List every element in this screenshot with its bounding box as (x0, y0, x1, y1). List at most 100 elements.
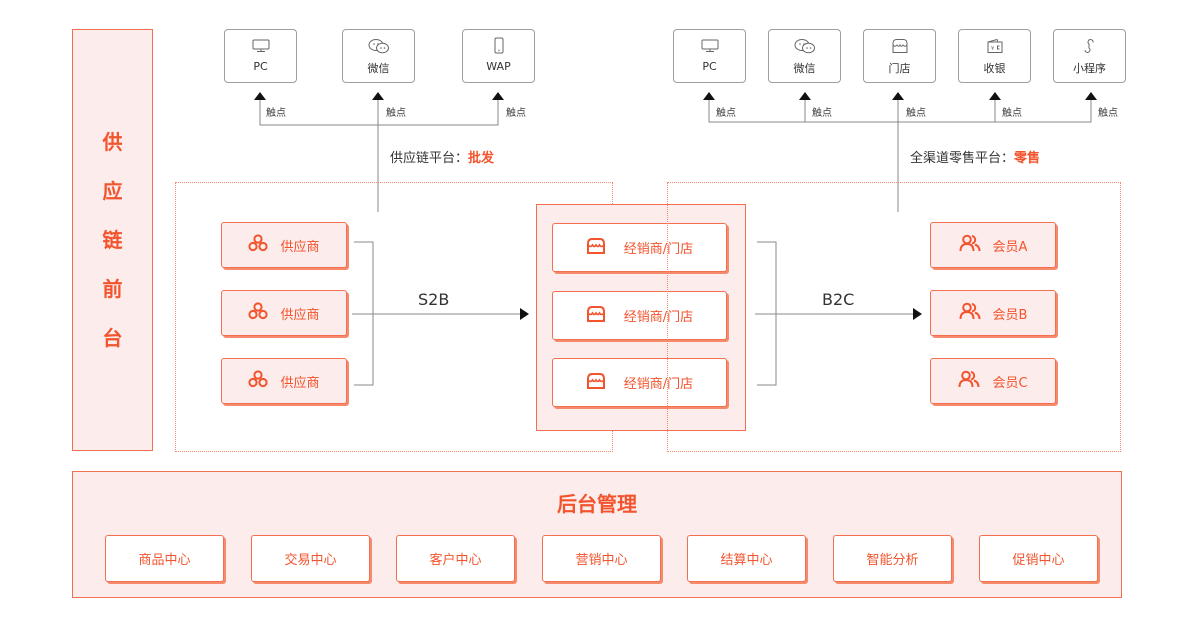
s2b-arrow-icon (520, 308, 529, 320)
supplier-label: 供应商 (280, 375, 320, 391)
mobile-icon (493, 37, 505, 54)
channel-wap[interactable]: WAP (462, 29, 535, 83)
supplier-label: 供应商 (280, 307, 320, 323)
touch-point-label: 触点 (906, 108, 926, 119)
supplier-node[interactable]: 供应商 (221, 290, 347, 336)
member-node[interactable]: 会员A (930, 222, 1056, 268)
member-label: 会员A (992, 239, 1028, 255)
member-node[interactable]: 会员C (930, 358, 1056, 404)
dealer-label: 经销商/门店 (623, 242, 694, 257)
s2b-label: S2B (418, 290, 450, 309)
platform-prefix: 全渠道零售平台： (910, 151, 1015, 166)
panel-char: 链 (102, 227, 123, 252)
arrow-up-icon (372, 92, 384, 100)
cashier-wallet-icon: ¥ (986, 38, 1004, 54)
touch-point-label: 触点 (716, 108, 736, 119)
backend-management-panel: 后台管理 商品中心 交易中心 客户中心 营销中心 结算中心 智能分析 促销中心 (72, 471, 1122, 598)
supply-touch-arrows (254, 92, 504, 100)
backend-module[interactable]: 客户中心 (396, 535, 515, 582)
channel-label: PC (702, 60, 717, 73)
channel-label: 微信 (793, 62, 816, 75)
b2c-bracket (755, 241, 913, 386)
members-icon (958, 370, 980, 392)
members-icon (959, 234, 981, 256)
panel-char: 供 (102, 129, 123, 154)
members-icon (959, 302, 981, 324)
supplier-node[interactable]: 供应商 (221, 222, 347, 268)
backend-module[interactable]: 智能分析 (833, 535, 952, 582)
mini-program-icon (1082, 38, 1098, 54)
touch-point-label: 触点 (1098, 108, 1118, 119)
channel-label: 门店 (888, 62, 911, 75)
s2b-bracket (352, 241, 520, 386)
supplier-node[interactable]: 供应商 (221, 358, 347, 404)
arrow-up-icon (1085, 92, 1097, 100)
channel-pc[interactable]: PC (673, 29, 746, 83)
panel-char: 前 (102, 276, 123, 301)
member-node[interactable]: 会员B (930, 290, 1056, 336)
channel-label: WAP (486, 60, 511, 73)
channel-label: 收银 (983, 62, 1006, 75)
channel-cashier[interactable]: ¥ 收银 (958, 29, 1031, 83)
touch-point-label: 触点 (266, 108, 286, 119)
retail-touch-arrows (703, 92, 1097, 100)
monitor-icon (252, 38, 270, 54)
backend-module[interactable]: 结算中心 (687, 535, 806, 582)
panel-char: 台 (102, 325, 123, 350)
arrow-up-icon (892, 92, 904, 100)
arrow-up-icon (254, 92, 266, 100)
dealer-label: 经销商/门店 (623, 310, 694, 325)
wechat-icon (368, 38, 390, 54)
b2c-label: B2C (822, 290, 855, 309)
supplier-label: 供应商 (280, 239, 320, 255)
backend-module[interactable]: 商品中心 (105, 535, 224, 582)
dealer-node[interactable]: 经销商/门店 (552, 358, 727, 407)
platform-prefix: 供应链平台： (390, 151, 469, 166)
monitor-icon (701, 38, 719, 54)
arrow-up-icon (492, 92, 504, 100)
store-icon (586, 372, 606, 394)
channel-wechat[interactable]: 微信 (342, 29, 415, 83)
channel-mini-program[interactable]: 小程序 (1053, 29, 1126, 83)
panel-char: 应 (102, 178, 123, 203)
platform-highlight: 零售 (1014, 151, 1041, 166)
platform-highlight: 批发 (468, 151, 495, 166)
store-icon (586, 237, 606, 259)
channel-pc[interactable]: PC (224, 29, 297, 83)
dealer-label: 经销商/门店 (623, 377, 694, 392)
retail-touch-lines (708, 100, 1092, 212)
channel-label: PC (253, 60, 268, 73)
channel-store[interactable]: 门店 (863, 29, 936, 83)
wechat-icon (794, 38, 816, 54)
member-label: 会员B (992, 307, 1028, 323)
touch-point-label: 触点 (1002, 108, 1022, 119)
channel-label: 微信 (367, 62, 390, 75)
supplier-hexagons-icon (248, 370, 269, 392)
retail-region-dotted-box (667, 182, 1121, 452)
backend-module[interactable]: 促销中心 (979, 535, 1098, 582)
touch-point-label: 触点 (506, 108, 526, 119)
arrow-up-icon (989, 92, 1001, 100)
backend-module[interactable]: 交易中心 (251, 535, 370, 582)
supply-platform-title: 供应链平台：批发 (390, 147, 494, 166)
dealer-node[interactable]: 经销商/门店 (552, 291, 727, 340)
store-icon (891, 38, 909, 54)
backend-title: 后台管理 (557, 492, 637, 516)
member-label: 会员C (992, 375, 1028, 391)
supply-touch-lines (259, 100, 499, 212)
touch-point-label: 触点 (812, 108, 832, 119)
supplier-hexagons-icon (248, 302, 269, 324)
svg-text:¥: ¥ (991, 46, 994, 52)
arrow-up-icon (703, 92, 715, 100)
backend-module[interactable]: 营销中心 (542, 535, 661, 582)
retail-platform-title: 全渠道零售平台：零售 (910, 147, 1040, 166)
supply-chain-frontend-panel: 供 应 链 前 台 (72, 29, 153, 451)
supplier-hexagons-icon (248, 234, 269, 256)
channel-wechat[interactable]: 微信 (768, 29, 841, 83)
dealer-node[interactable]: 经销商/门店 (552, 223, 727, 272)
b2c-arrow-icon (913, 308, 922, 320)
touch-point-label: 触点 (386, 108, 406, 119)
channel-label: 小程序 (1073, 62, 1106, 75)
store-icon (586, 305, 606, 327)
